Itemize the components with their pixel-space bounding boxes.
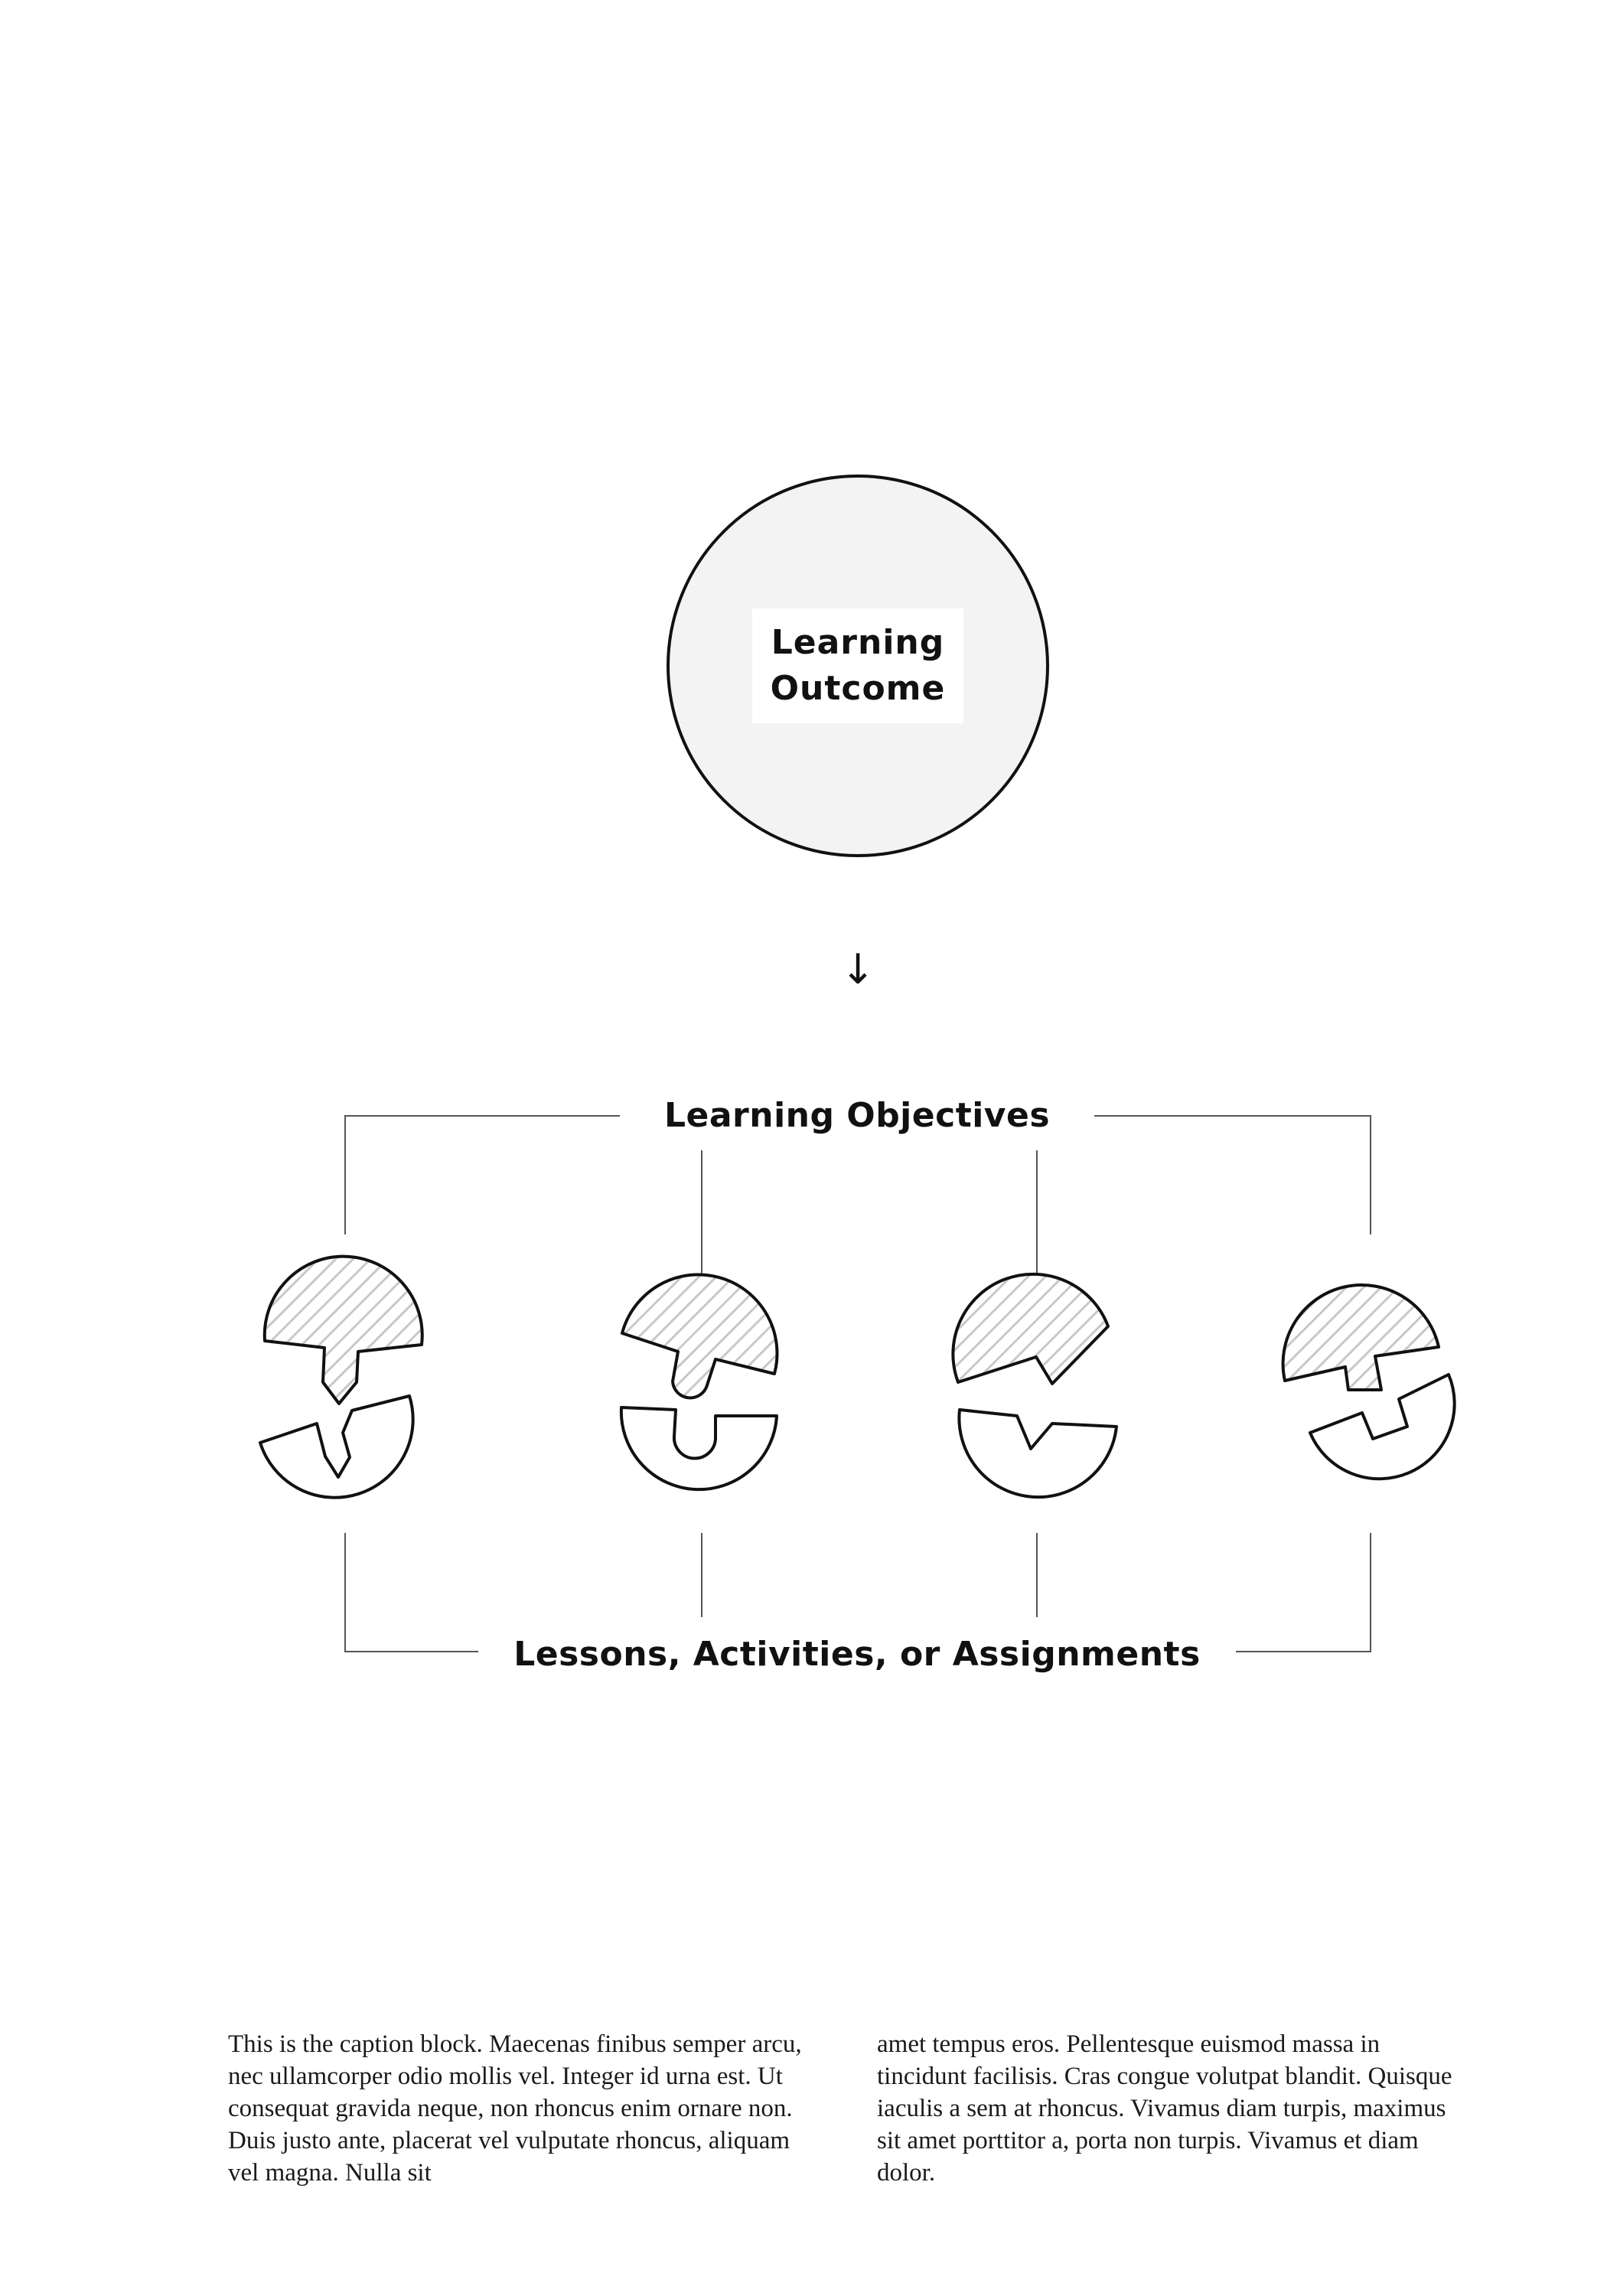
piece-3-bottom xyxy=(957,1408,1118,1499)
caption-column-left: This is the caption block. Maecenas fini… xyxy=(228,2030,802,2187)
broken-circle-puzzle-icon xyxy=(619,1273,779,1492)
caption-column-right: amet tempus eros. Pellentesque euismod m… xyxy=(877,2030,1452,2187)
broken-circle-puzzle-icon xyxy=(951,1272,1118,1499)
broken-circle-puzzle-icon xyxy=(1281,1283,1456,1481)
piece-4-top xyxy=(1281,1283,1440,1391)
piece-2-bottom xyxy=(619,1406,778,1492)
piece-2-top xyxy=(621,1273,779,1400)
objectives-bracket-left xyxy=(344,1115,620,1234)
piece-3-top xyxy=(951,1272,1110,1385)
lessons-bracket-right xyxy=(1236,1533,1371,1652)
piece-1-top xyxy=(262,1254,424,1405)
outcome-label: Learning Outcome xyxy=(752,608,963,723)
objectives-bracket-right xyxy=(1094,1115,1371,1234)
piece-4-bottom xyxy=(1309,1373,1456,1481)
objectives-connectors xyxy=(344,1115,1371,1277)
arrow-down-icon: ↓ xyxy=(840,945,875,993)
lessons-bracket-left xyxy=(344,1533,478,1652)
lessons-heading: Lessons, Activities, or Assignments xyxy=(478,1632,1236,1678)
objectives-heading: Learning Objectives xyxy=(620,1093,1094,1139)
broken-circle-puzzle-icon xyxy=(259,1254,424,1499)
lessons-connectors xyxy=(344,1533,1371,1652)
piece-1-bottom xyxy=(259,1394,415,1499)
